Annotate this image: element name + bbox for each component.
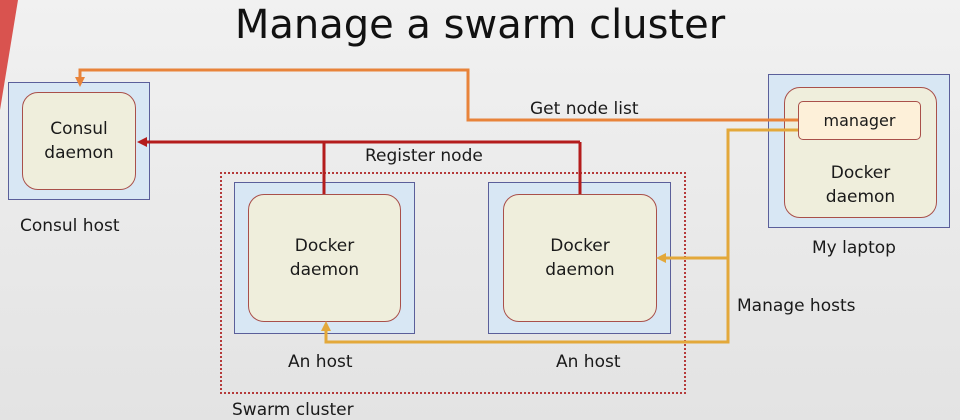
host-2-label: An host <box>556 352 621 372</box>
swarm-cluster-boundary <box>220 172 686 394</box>
swarm-cluster-label: Swarm cluster <box>232 400 354 420</box>
get-node-list-arrow <box>75 68 798 122</box>
host-2-docker-daemon: Docker daemon <box>503 194 657 322</box>
manager-box: manager <box>798 101 921 140</box>
manage-hosts-label: Manage hosts <box>737 296 856 316</box>
host-2-daemon-label: Docker daemon <box>545 236 615 280</box>
get-node-list-label: Get node list <box>530 99 639 119</box>
host-1-docker-daemon: Docker daemon <box>248 194 401 322</box>
laptop-label: My laptop <box>812 238 896 258</box>
laptop-daemon-label: Docker daemon <box>825 163 896 207</box>
consul-host-label: Consul host <box>20 216 120 236</box>
manager-label: manager <box>823 111 896 130</box>
host-1-daemon-label: Docker daemon <box>289 236 360 280</box>
page-title: Manage a swarm cluster <box>234 2 726 48</box>
host-1-label: An host <box>288 352 353 372</box>
consul-daemon: Consul daemon <box>22 92 136 190</box>
register-node-label: Register node <box>365 146 483 166</box>
manage-hosts-trunk <box>321 128 798 344</box>
consul-daemon-label: Consul daemon <box>44 119 114 163</box>
